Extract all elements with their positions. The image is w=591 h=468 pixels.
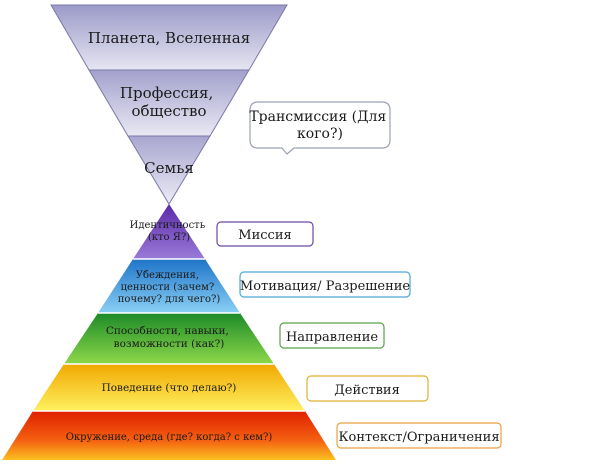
tag-motivation-box: [239, 271, 411, 298]
tag-mission: Миссия: [216, 221, 314, 247]
upper-level-1-label: Планета, Вселенная: [88, 29, 250, 47]
upper-level-3: [127, 135, 211, 205]
tag-mission-box: [216, 221, 314, 247]
level-environment-label: Окружение, среда (где? когда? с кем?): [66, 432, 273, 443]
tag-actions: Действия: [306, 375, 429, 402]
level-capabilities: [64, 313, 274, 364]
tag-actions-label: Действия: [334, 383, 400, 398]
level-behavior: [33, 364, 305, 411]
level-capabilities-label: Способности, навыки, возможности (как?): [106, 325, 232, 350]
level-beliefs: [98, 259, 240, 313]
upper-pyramid: Планета, Вселенная Профессия, общество С…: [50, 4, 288, 205]
level-identity: [133, 204, 205, 259]
level-identity-label: Идентичность (кто Я?): [130, 220, 209, 243]
tag-actions-box: [306, 375, 429, 402]
tag-context: Контекст/Ограничения: [336, 422, 502, 449]
tag-direction-label: Направление: [286, 330, 378, 345]
level-beliefs-label: Убеждения, ценности (зачем? почему? для …: [118, 270, 221, 305]
transmission-callout: Трансмиссия (Для кого?): [249, 101, 391, 155]
lower-pyramid: Идентичность (кто Я?) Убеждения, ценност…: [2, 204, 336, 460]
tag-direction-box: [279, 322, 385, 349]
tag-context-box: [336, 422, 502, 449]
upper-level-2-label: Профессия, общество: [120, 84, 218, 120]
tag-direction: Направление: [279, 322, 385, 349]
tag-motivation: Мотивация/ Разрешение: [239, 271, 411, 298]
tag-context-label: Контекст/Ограничения: [338, 430, 499, 445]
callout-bubble: [249, 101, 391, 155]
tag-motivation-label: Мотивация/ Разрешение: [240, 279, 411, 294]
callout-label: Трансмиссия (Для кого?): [249, 109, 390, 142]
level-tags: Миссия Мотивация/ Разрешение Направление…: [216, 221, 502, 449]
level-behavior-label: Поведение (что делаю?): [102, 382, 237, 394]
upper-level-3-label: Семья: [144, 159, 194, 177]
level-environment: [2, 411, 336, 460]
tag-mission-label: Миссия: [238, 228, 291, 243]
